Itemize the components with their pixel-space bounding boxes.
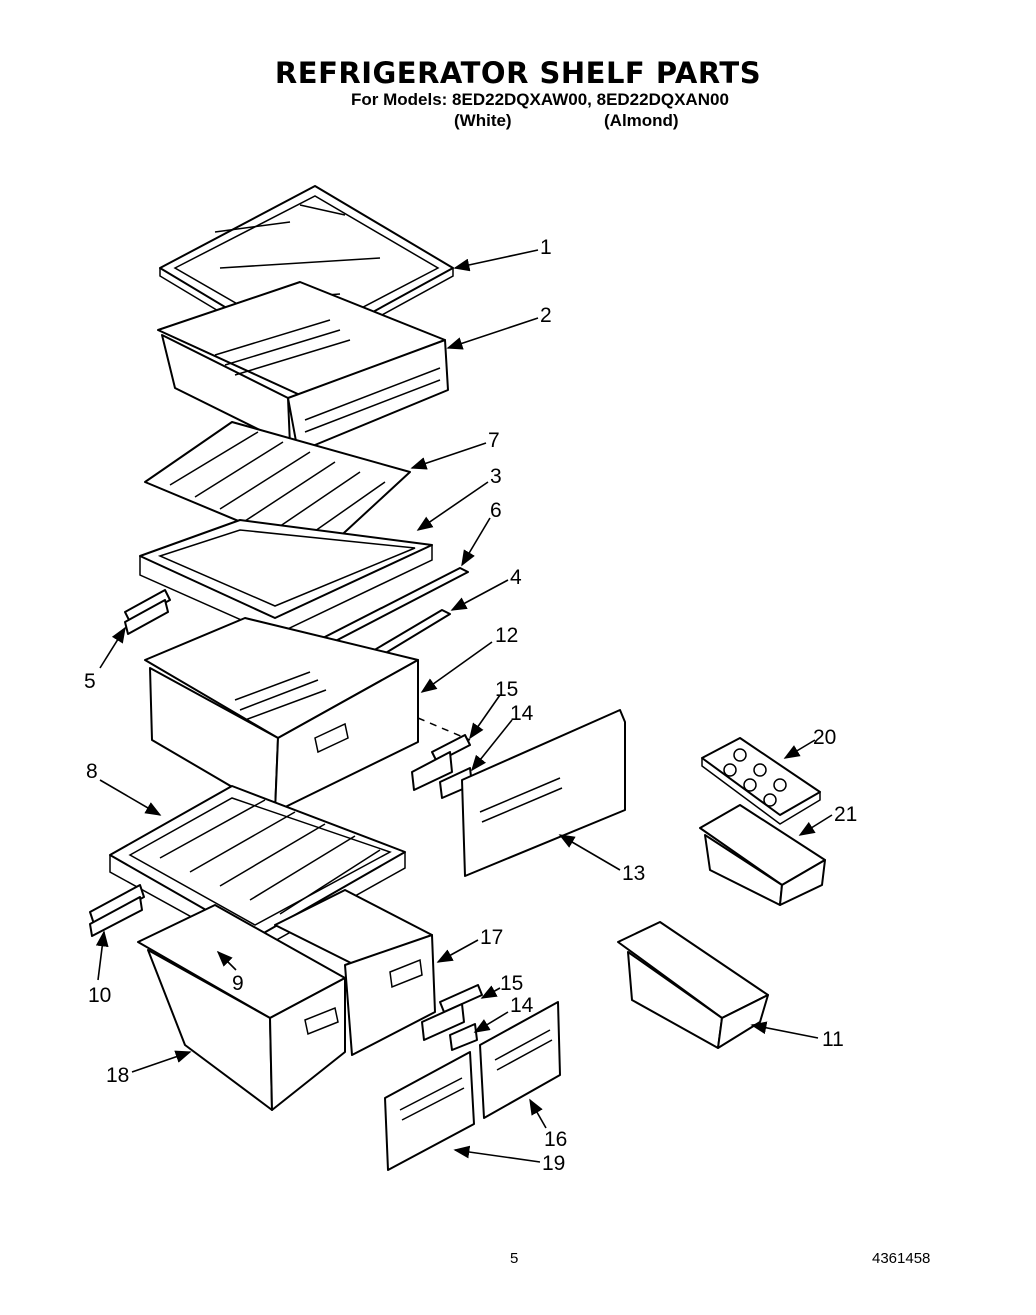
part-pan-17 (274, 889, 436, 1056)
part-slide-5 (124, 589, 171, 635)
callout-9: 9 (232, 972, 244, 995)
part-egg-bin (699, 804, 826, 906)
callout-17: 17 (480, 926, 503, 949)
color-white: (White) (454, 111, 512, 130)
part-drawer-front (461, 709, 626, 877)
callout-5: 5 (84, 670, 96, 693)
callout-18: 18 (106, 1064, 129, 1087)
callout-11: 11 (822, 1028, 844, 1051)
part-bracket-15-upper (411, 734, 471, 791)
callout-3: 3 (490, 465, 502, 488)
callout-7: 7 (488, 429, 500, 452)
callout-8: 8 (86, 760, 98, 783)
callout-12: 12 (495, 624, 518, 647)
models-line: For Models: 8ED22DQXAW00, 8ED22DQXAN00 (351, 90, 729, 109)
page-number: 5 (510, 1250, 519, 1267)
callout-labels: 1 2 7 3 6 4 5 12 15 14 8 20 21 13 10 9 1… (84, 236, 857, 1175)
callout-1: 1 (540, 236, 552, 259)
callout-2: 2 (540, 304, 552, 327)
callout-6: 6 (490, 499, 502, 522)
callout-15-upper: 15 (495, 678, 518, 701)
part-slide-10 (89, 884, 145, 937)
callout-19: 19 (542, 1152, 565, 1175)
part-front-panel-19 (384, 1051, 475, 1171)
part-bracket-14-lower (449, 1023, 478, 1051)
part-crisper-cover-frame (139, 519, 433, 636)
part-front-panel-16 (479, 1001, 561, 1119)
callout-20: 20 (813, 726, 836, 749)
document-number: 4361458 (872, 1250, 931, 1267)
part-meat-drawer (157, 281, 449, 453)
color-almond: (Almond) (604, 111, 679, 130)
diagram-title: REFRIGERATOR SHELF PARTS (274, 56, 762, 90)
callout-16: 16 (544, 1128, 567, 1151)
part-crisper-drawer (144, 617, 471, 813)
callout-13: 13 (622, 862, 645, 885)
part-deep-pan (137, 904, 346, 1111)
callout-4: 4 (510, 566, 522, 589)
callout-10: 10 (88, 984, 111, 1007)
callout-14-upper: 14 (510, 702, 534, 725)
callout-15-lower: 15 (500, 972, 523, 995)
callout-21: 21 (834, 803, 857, 826)
leader-lines (95, 249, 833, 1163)
part-egg-tray (701, 737, 821, 825)
part-utility-bin (617, 921, 769, 1049)
callout-14-lower: 14 (510, 994, 534, 1017)
